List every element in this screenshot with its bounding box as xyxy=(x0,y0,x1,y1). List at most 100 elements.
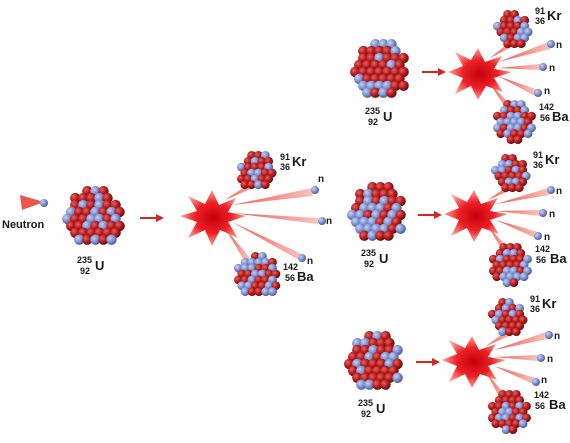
isotope-symbol: U xyxy=(379,251,388,266)
proton-particle xyxy=(247,287,257,296)
krypton-91-nucleus xyxy=(488,298,528,337)
isotope-mass-number: 235 xyxy=(361,248,376,258)
krypton-91-label: 91 36 Kr xyxy=(533,150,559,170)
neutron-particle xyxy=(523,129,533,139)
incoming-neutron: Neutron xyxy=(2,195,48,231)
neutron-particle xyxy=(364,379,375,390)
neutron-particle xyxy=(392,372,403,383)
barium-142-label: 142 56 Ba xyxy=(283,262,314,284)
isotope-mass-number: 235 xyxy=(365,106,380,116)
krypton-91-label: 91 36 Kr xyxy=(280,152,306,172)
neutron-particle xyxy=(498,327,507,337)
neutron-symbol-label: n xyxy=(541,375,547,386)
proton-particle xyxy=(508,183,517,193)
neutron-symbol-label: n xyxy=(307,256,313,267)
isotope-atomic-number: 56 xyxy=(536,255,546,265)
isotope-atomic-number: 92 xyxy=(368,117,378,127)
isotope-atomic-number: 56 xyxy=(540,113,550,123)
reaction-arrow xyxy=(416,358,440,366)
proton-particle xyxy=(380,379,391,390)
energy-rays xyxy=(225,180,318,262)
neutron-symbol-label: n xyxy=(554,331,560,342)
proton-particle xyxy=(254,287,264,296)
uranium-235-nucleus xyxy=(350,39,409,98)
barium-142-label: 142 56 Ba xyxy=(535,244,567,266)
neutron-particle xyxy=(378,87,389,98)
isotope-symbol: Kr xyxy=(542,296,556,311)
isotope-atomic-number: 92 xyxy=(361,409,371,419)
uranium-235-nucleus xyxy=(344,331,403,390)
energy-rays xyxy=(488,184,550,252)
proton-particle xyxy=(506,135,516,145)
proton-particle xyxy=(260,180,270,190)
reaction-arrow xyxy=(140,214,164,222)
isotope-symbol: Ba xyxy=(297,269,314,284)
proton-particle xyxy=(508,425,518,434)
neutron-particle xyxy=(502,278,512,287)
released-neutron xyxy=(539,63,547,71)
proton-particle xyxy=(383,230,394,241)
neutron-particle xyxy=(268,287,277,296)
energy-burst xyxy=(442,336,506,388)
fission-event: n n n xyxy=(444,184,562,252)
isotope-mass-number: 235 xyxy=(358,398,373,408)
uranium-235-label: 235 92 U xyxy=(358,398,385,419)
isotope-atomic-number: 36 xyxy=(280,162,290,172)
isotope-mass-number: 142 xyxy=(535,244,550,254)
isotope-symbol: Kr xyxy=(547,8,561,23)
proton-particle xyxy=(492,272,502,282)
isotope-symbol: U xyxy=(383,109,392,124)
krypton-91-nucleus xyxy=(493,10,533,49)
proton-particle xyxy=(386,87,397,98)
neutron-particle xyxy=(74,234,85,245)
uranium-235-nucleus xyxy=(61,186,125,245)
isotope-atomic-number: 56 xyxy=(285,273,295,283)
proton-particle xyxy=(247,180,256,190)
proton-particle xyxy=(491,419,501,429)
barium-142-nucleus xyxy=(493,100,536,145)
isotope-mass-number: 142 xyxy=(283,262,298,272)
proton-particle xyxy=(501,183,510,193)
neutron-particle xyxy=(240,287,250,296)
isotope-atomic-number: 92 xyxy=(80,266,90,276)
released-neutron xyxy=(547,186,555,194)
proton-particle xyxy=(359,230,370,241)
isotope-symbol: U xyxy=(376,401,385,416)
proton-particle xyxy=(509,278,519,287)
isotope-mass-number: 91 xyxy=(535,6,545,16)
isotope-mass-number: 91 xyxy=(530,294,540,304)
proton-particle xyxy=(496,129,506,139)
released-neutron xyxy=(539,209,547,217)
neutron-particle xyxy=(90,234,101,245)
released-neutron xyxy=(547,40,555,48)
released-neutron xyxy=(537,354,545,362)
proton-particle xyxy=(240,180,250,190)
isotope-mass-number: 91 xyxy=(533,150,543,160)
energy-burst xyxy=(444,190,508,242)
neutron-motion-trail xyxy=(20,195,44,210)
isotope-symbol: Kr xyxy=(292,154,306,169)
fission-event: n n n xyxy=(448,40,562,110)
neutron-particle xyxy=(362,87,373,98)
neutron-symbol-label: n xyxy=(326,216,332,227)
released-neutron xyxy=(318,217,326,225)
proton-particle xyxy=(505,327,514,337)
isotope-symbol: U xyxy=(95,258,104,273)
released-neutron xyxy=(298,254,306,262)
barium-142-label: 142 56 Ba xyxy=(539,102,569,124)
neutron-particle xyxy=(356,379,367,390)
proton-particle xyxy=(503,39,512,49)
isotope-mass-number: 235 xyxy=(77,255,92,265)
proton-particle xyxy=(372,379,383,390)
proton-particle xyxy=(375,230,386,241)
isotope-symbol: Ba xyxy=(552,109,569,124)
isotope-atomic-number: 36 xyxy=(535,16,545,26)
neutron-symbol-label: n xyxy=(556,186,562,197)
energy-burst xyxy=(180,190,246,246)
released-neutron xyxy=(545,331,553,339)
neutron-particle xyxy=(518,419,528,429)
neutron-particle xyxy=(501,425,511,434)
krypton-91-label: 91 36 Kr xyxy=(530,294,556,314)
neutron-particle xyxy=(40,199,48,207)
isotope-mass-number: 91 xyxy=(280,152,290,162)
